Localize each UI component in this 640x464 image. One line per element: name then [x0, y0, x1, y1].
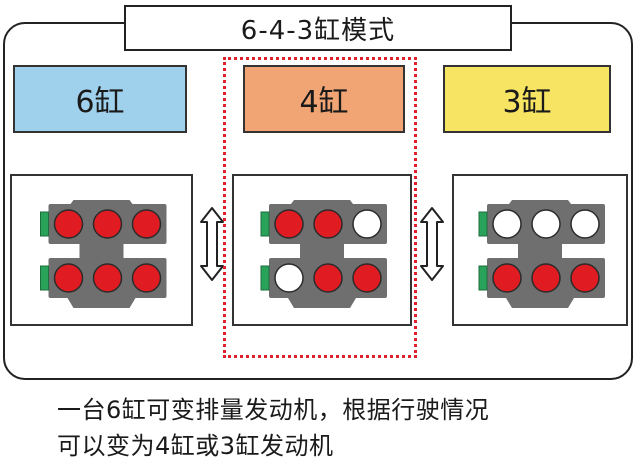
engine-diagram-3-cylinder	[452, 174, 628, 326]
sensor-strip	[260, 265, 270, 291]
active-cylinder-icon	[492, 263, 522, 293]
mode-label-4-cylinder: 4缸	[243, 65, 405, 133]
mode-label-6-cylinder: 6缸	[13, 65, 187, 133]
active-cylinder-icon	[53, 209, 84, 239]
active-cylinder-icon	[570, 263, 600, 293]
sensor-strip	[478, 265, 488, 291]
engine-cap	[506, 298, 574, 308]
mode-label-3-cylinder: 3缸	[443, 65, 611, 133]
active-cylinder-icon	[131, 263, 162, 293]
engine-diagram-6-cylinder	[10, 174, 193, 326]
engine-cap	[288, 298, 356, 308]
mode-label-text: 6缸	[75, 85, 125, 120]
inactive-cylinder-icon	[570, 209, 600, 239]
engine-block-svg	[478, 200, 605, 308]
active-cylinder-icon	[352, 263, 382, 293]
double-arrow-icon	[200, 207, 224, 281]
active-cylinder-icon	[531, 263, 561, 293]
inactive-cylinder-icon	[531, 209, 561, 239]
active-cylinder-icon	[53, 263, 84, 293]
active-cylinder-icon	[92, 263, 123, 293]
sensor-strip	[40, 211, 49, 237]
double-arrow-icon	[420, 207, 444, 281]
title-text: 6-4-3缸模式	[240, 15, 396, 46]
mode-label-text: 3缸	[502, 85, 552, 120]
active-cylinder-icon	[92, 209, 123, 239]
inactive-cylinder-icon	[352, 209, 382, 239]
caption-line-2: 可以变为4缸或3缸发动机	[57, 432, 334, 460]
active-cylinder-icon	[313, 209, 343, 239]
caption: 一台6缸可变排量发动机，根据行驶情况 可以变为4缸或3缸发动机	[57, 392, 489, 464]
inactive-cylinder-icon	[274, 263, 304, 293]
mode-label-text: 4缸	[299, 85, 349, 120]
caption-line-1: 一台6缸可变排量发动机，根据行驶情况	[57, 396, 490, 424]
diagram-title: 6-4-3缸模式	[124, 5, 512, 51]
sensor-strip	[260, 211, 270, 237]
inactive-cylinder-icon	[492, 209, 522, 239]
engine-block-svg	[260, 200, 387, 308]
engine-cap	[67, 298, 136, 308]
sensor-strip	[478, 211, 488, 237]
active-cylinder-icon	[131, 209, 162, 239]
engine-block-svg	[40, 200, 167, 308]
active-cylinder-icon	[274, 209, 304, 239]
active-cylinder-icon	[313, 263, 343, 293]
engine-diagram-4-cylinder	[232, 174, 412, 326]
sensor-strip	[40, 265, 49, 291]
